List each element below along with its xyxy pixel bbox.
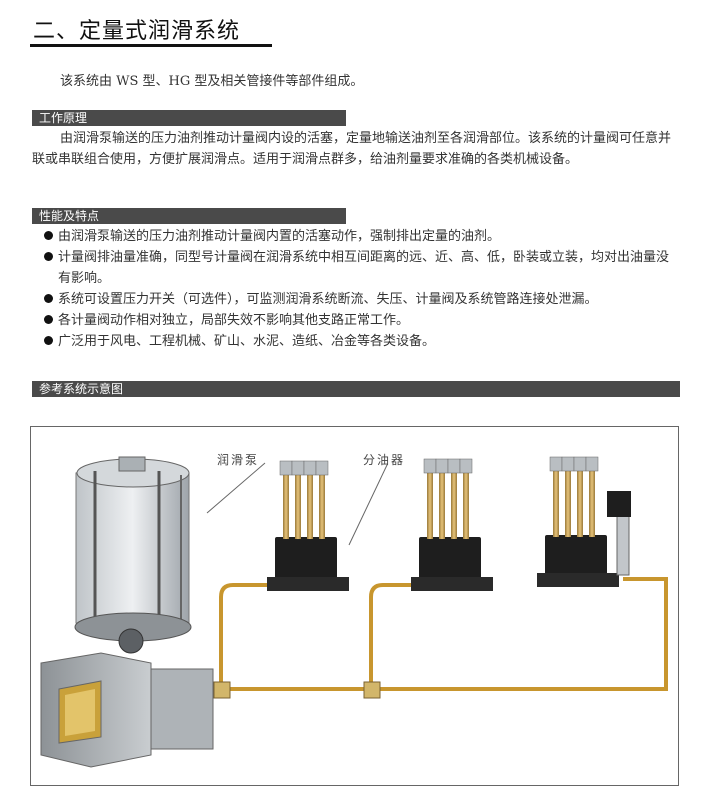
- distributor-valve: [537, 456, 619, 587]
- list-item: 由润滑泵输送的压力油剂推动计量阀内置的活塞动作，强制排出定量的油剂。: [44, 226, 676, 247]
- system-illustration: [40, 456, 668, 768]
- tee-fitting: [213, 681, 381, 699]
- bullet-icon: [44, 252, 53, 261]
- title-underline: [30, 44, 272, 47]
- intro-text: 该系统由 WS 型、HG 型及相关管接件等部件组成。: [60, 74, 364, 89]
- system-diagram: 润滑泵 分油器: [30, 426, 679, 786]
- pump-tank: [74, 456, 192, 654]
- bullet-icon: [44, 336, 53, 345]
- label-pump: 润滑泵: [217, 453, 260, 467]
- principle-paragraph: 由润滑泵输送的压力油剂推动计量阀内设的活塞，定量地输送油剂至各润滑部位。该系统的…: [32, 131, 672, 167]
- section-heading-features: 性能及特点: [32, 208, 346, 224]
- pump-base: [40, 652, 214, 768]
- page-title: 二、定量式润滑系统: [33, 19, 241, 44]
- bullet-icon: [44, 315, 53, 324]
- section-heading-principle: 工作原理: [32, 110, 346, 126]
- section-heading-diagram: 参考系统示意图: [32, 381, 680, 397]
- label-distributor: 分油器: [363, 453, 406, 467]
- list-item: 各计量阀动作相对独立，局部失效不影响其他支路正常工作。: [44, 310, 676, 331]
- list-item: 系统可设置压力开关（可选件），可监测润滑系统断流、失压、计量阀及系统管路连接处泄…: [44, 289, 676, 310]
- pressure-switch: [607, 491, 631, 576]
- bullet-icon: [44, 231, 53, 240]
- distributor-valve: [267, 460, 349, 591]
- distributor-valve: [411, 458, 493, 591]
- feature-list: 由润滑泵输送的压力油剂推动计量阀内置的活塞动作，强制排出定量的油剂。 计量阀排油…: [44, 226, 676, 352]
- bullet-icon: [44, 294, 53, 303]
- list-item: 广泛用于风电、工程机械、矿山、水泥、造纸、冶金等各类设备。: [44, 331, 676, 352]
- leader-line: [206, 462, 388, 546]
- list-item: 计量阀排油量准确，同型号计量阀在润滑系统中相互间距离的远、近、高、低，卧装或立装…: [44, 247, 676, 289]
